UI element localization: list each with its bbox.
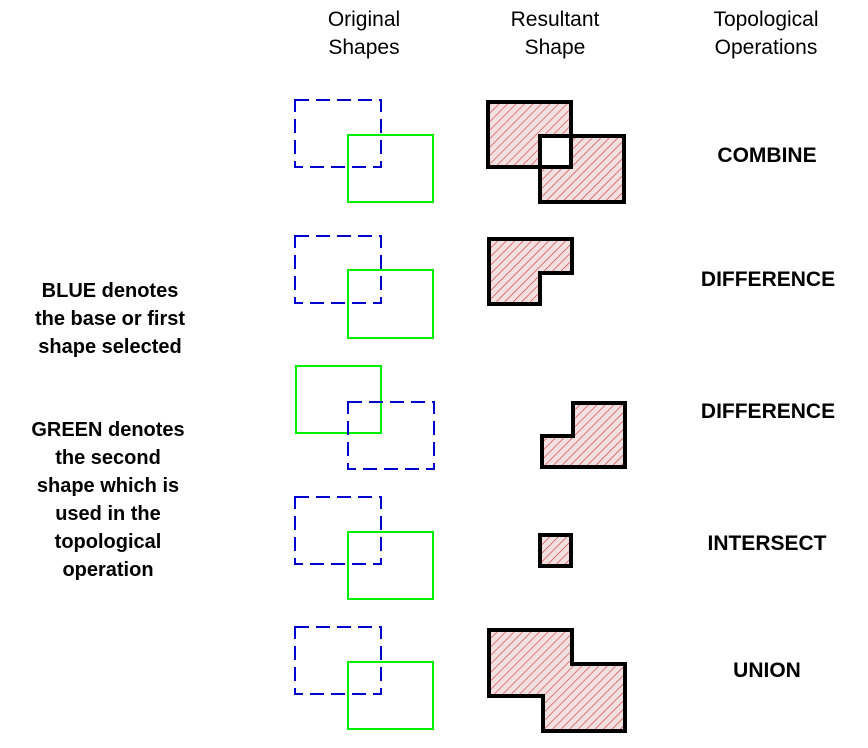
result-shape-intersect <box>538 533 573 568</box>
green-shape-intersect <box>347 531 434 600</box>
header-original-line-2: Shapes <box>328 36 400 59</box>
operation-label-intersect: INTERSECT <box>707 532 827 555</box>
blue-shape-difference-2 <box>347 401 435 470</box>
green-note-line-3: shape which is <box>36 475 180 497</box>
green-note-line-6: operation <box>62 559 154 581</box>
header-resultant-shape: Resultant Shape <box>490 6 620 62</box>
green-shape-combine <box>347 134 434 203</box>
result-shape-union <box>487 628 627 733</box>
result-shape-difference-2 <box>540 401 627 469</box>
row-intersect <box>294 496 573 600</box>
row-difference-1 <box>294 235 574 339</box>
header-resultant-line-1: Resultant <box>510 8 600 31</box>
result-shape-combine <box>486 100 626 204</box>
operation-label-difference-2: DIFFERENCE <box>700 400 836 423</box>
blue-note-line-3: shape selected <box>38 336 182 358</box>
green-note-line-4: used in the <box>55 503 161 525</box>
row-difference-2 <box>295 365 627 470</box>
header-original-shapes: Original Shapes <box>304 6 424 62</box>
blue-shape-combine <box>294 99 382 168</box>
header-operations-line-2: Operations <box>714 36 818 59</box>
blue-shape-union <box>294 626 382 695</box>
operation-label-difference-1: DIFFERENCE <box>700 268 836 291</box>
green-note-line-5: topological <box>54 531 162 553</box>
header-operations-line-1: Topological <box>713 8 819 31</box>
operation-label-combine: COMBINE <box>717 144 817 167</box>
header-original-line-1: Original <box>327 8 401 31</box>
green-legend-note: GREEN denotes the second shape which is … <box>8 416 208 584</box>
blue-note-line-2: the base or first <box>34 308 186 330</box>
blue-note-line-1: BLUE denotes <box>41 280 179 302</box>
blue-shape-intersect <box>294 496 382 565</box>
blue-shape-difference-1 <box>294 235 382 304</box>
row-union <box>294 626 627 733</box>
green-note-line-1: GREEN denotes <box>31 419 185 441</box>
header-topological-operations: Topological Operations <box>686 6 846 62</box>
header-resultant-line-2: Shape <box>524 36 586 59</box>
blue-legend-note: BLUE denotes the base or first shape sel… <box>10 277 210 361</box>
green-shape-difference-2 <box>295 365 382 434</box>
green-note-line-2: the second <box>55 447 161 469</box>
result-shape-difference-1 <box>487 237 574 306</box>
row-combine <box>294 99 626 204</box>
green-shape-union <box>347 661 434 730</box>
green-shape-difference-1 <box>347 269 434 339</box>
operation-label-union: UNION <box>733 659 801 682</box>
